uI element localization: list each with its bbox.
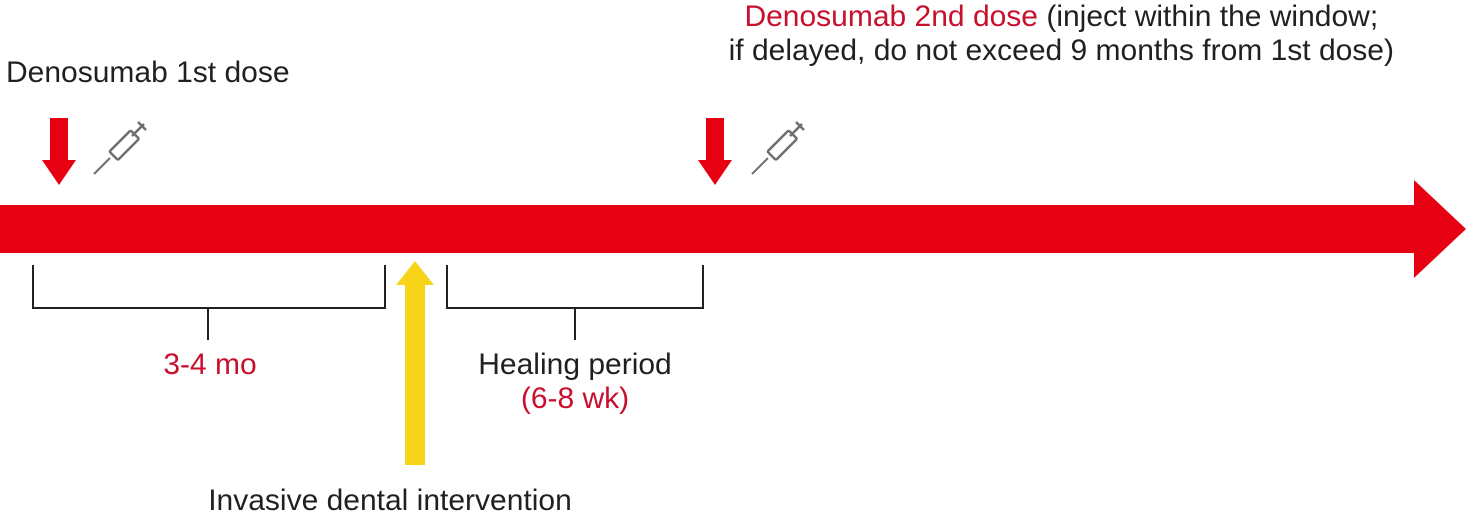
- healing-label: Healing period (6-8 wk): [450, 348, 700, 416]
- dose2-label: Denosumab 2nd dose (inject within the wi…: [729, 0, 1394, 68]
- dose1-label: Denosumab 1st dose: [6, 56, 290, 89]
- dose2-line2: if delayed, do not exceed 9 months from …: [728, 34, 1394, 67]
- healing-duration: (6-8 wk): [520, 382, 630, 415]
- syringe-icon: [750, 120, 806, 176]
- interval-label: 3-4 mo: [163, 348, 257, 381]
- dose2-highlight: Denosumab 2nd dose: [744, 0, 1038, 33]
- down-arrow-icon: [698, 118, 732, 185]
- healing-title: Healing period: [478, 348, 672, 381]
- down-arrow-icon: [42, 118, 76, 185]
- timeline-arrow: [0, 180, 1466, 278]
- interval-bracket: [32, 265, 386, 340]
- dose2-rest-line1: (inject within the window;: [1038, 0, 1379, 33]
- up-arrow-icon: [396, 261, 434, 465]
- healing-bracket: [446, 265, 704, 340]
- syringe-icon: [92, 120, 148, 176]
- intervention-label: Invasive dental intervention: [208, 484, 572, 517]
